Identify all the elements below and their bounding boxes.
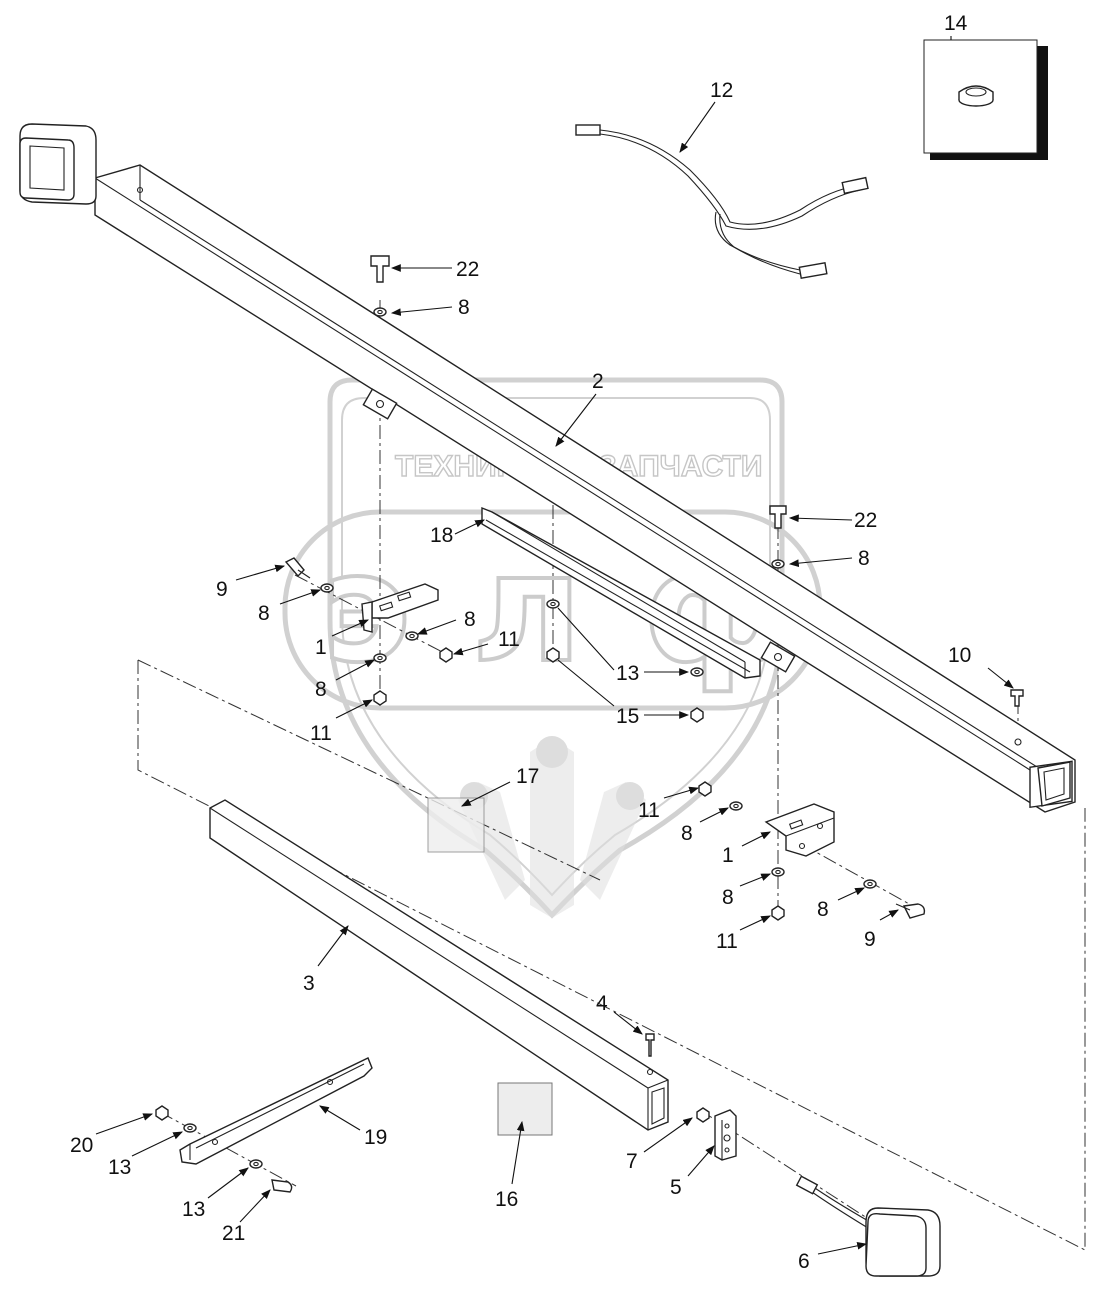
callout-12: 12 — [710, 79, 733, 102]
part-1-bracket-lower — [764, 803, 835, 857]
callout-15: 15 — [616, 705, 639, 728]
watermark-shield — [327, 377, 785, 919]
callout-13: 13 — [108, 1156, 131, 1179]
part-1-bracket-upper — [361, 583, 439, 633]
part-12-wire-harness — [575, 124, 869, 279]
callout-22: 22 — [854, 509, 877, 532]
callout-labels: 14 12 22 8 2 22 8 18 9 8 8 1 11 8 13 15 … — [70, 12, 971, 1273]
callout-20: 20 — [70, 1134, 93, 1157]
callout-8: 8 — [681, 822, 693, 845]
part-17-decal — [427, 797, 485, 853]
watermark-shield-inner — [341, 397, 771, 897]
callout-1: 1 — [315, 636, 327, 659]
callout-13: 13 — [182, 1198, 205, 1221]
callout-10: 10 — [948, 644, 971, 667]
part-19-lower-channel — [179, 1057, 373, 1165]
part-3-lower-beam — [209, 799, 669, 1131]
callout-22: 22 — [456, 258, 479, 281]
part-14-grommet — [923, 39, 1048, 160]
callout-8: 8 — [315, 678, 327, 701]
callout-16: 16 — [495, 1188, 518, 1211]
callout-9: 9 — [864, 928, 876, 951]
part-6-rear-lamp — [795, 1175, 941, 1277]
part-2-lamp-housing — [19, 123, 97, 205]
fasteners — [155, 255, 1024, 1193]
callout-8: 8 — [258, 602, 270, 625]
callout-6: 6 — [798, 1250, 810, 1273]
callout-11: 11 — [638, 799, 660, 822]
leader-lines — [95, 36, 1014, 1255]
callout-8: 8 — [858, 547, 870, 570]
callout-2: 2 — [592, 370, 604, 393]
callout-5: 5 — [670, 1176, 682, 1199]
part-16-decal — [497, 1082, 553, 1136]
watermark-text-right: ЗАПЧАСТИ — [598, 450, 762, 483]
callout-8: 8 — [458, 296, 470, 319]
part-5-lamp-bracket — [714, 1109, 737, 1161]
callout-9: 9 — [216, 578, 228, 601]
callout-17: 17 — [516, 765, 539, 788]
callout-11: 11 — [310, 722, 332, 745]
callout-8: 8 — [722, 886, 734, 909]
callout-19: 19 — [364, 1126, 387, 1149]
callout-4: 4 — [596, 992, 608, 1015]
callout-3: 3 — [303, 972, 315, 995]
watermark-wheat-icon — [458, 736, 646, 918]
callout-8: 8 — [817, 898, 829, 921]
callout-21: 21 — [222, 1222, 245, 1245]
callout-1: 1 — [722, 844, 734, 867]
callout-13: 13 — [616, 662, 639, 685]
callout-8: 8 — [464, 608, 476, 631]
callout-14: 14 — [944, 12, 968, 35]
callout-18: 18 — [430, 524, 453, 547]
callout-11: 11 — [716, 930, 738, 953]
callout-7: 7 — [626, 1150, 638, 1173]
callout-11: 11 — [498, 628, 520, 651]
part-2-main-tube — [94, 164, 1076, 813]
